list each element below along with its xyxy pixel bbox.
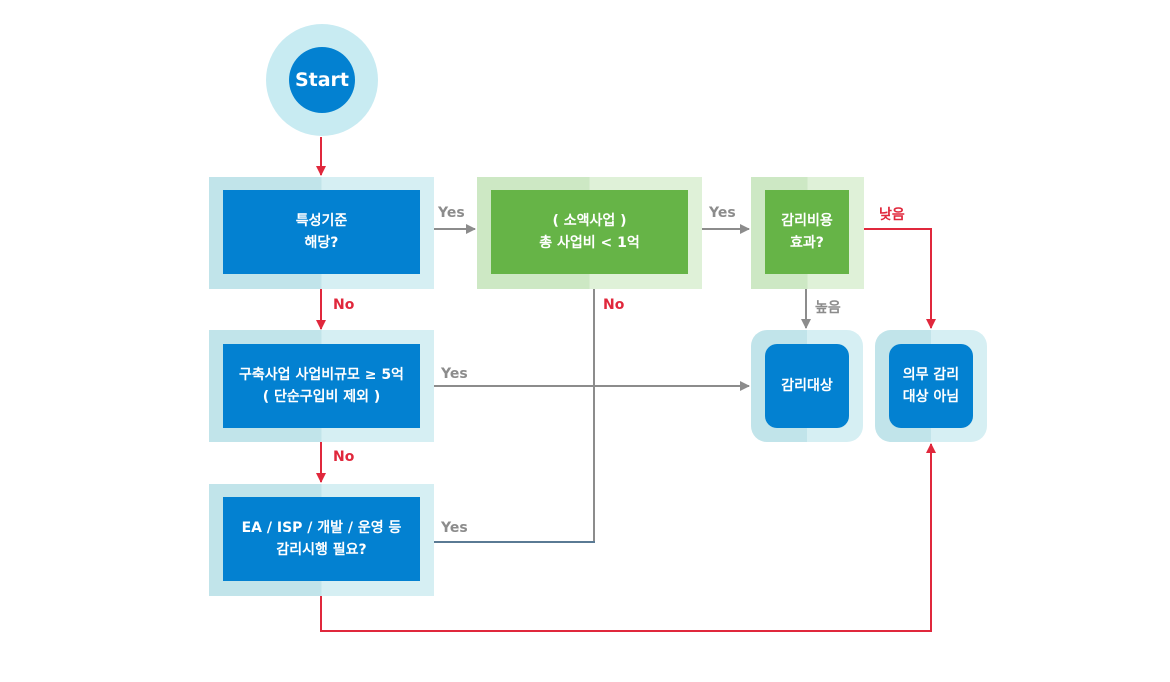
label-special-no: No xyxy=(333,297,355,313)
label-cost-low: 낮음 xyxy=(879,207,905,223)
ea-isp-line1: EA / ISP / 개발 / 운영 등 xyxy=(241,520,402,536)
build-project-box: 구축사업 사업비규모 ≥ 5억 ( 단순구입비 제외 ) xyxy=(223,344,420,428)
label-small-no: No xyxy=(603,297,625,313)
not-mandatory-box: 의무 감리 대상 아님 xyxy=(889,344,973,428)
small-project-box: ( 소액사업 ) 총 사업비 < 1억 xyxy=(491,190,688,274)
not-mandatory-line1: 의무 감리 xyxy=(902,367,960,383)
not-mandatory-line2: 대상 아님 xyxy=(902,389,960,405)
edge-cost-low xyxy=(864,228,936,329)
start-node: Start xyxy=(289,47,355,113)
cost-effect-box: 감리비용 효과? xyxy=(765,190,849,274)
small-project-line1: ( 소액사업 ) xyxy=(552,213,627,229)
audit-target-line1: 감리대상 xyxy=(781,378,833,394)
start-label: Start xyxy=(294,69,350,91)
label-ea-yes: Yes xyxy=(441,520,468,536)
build-project-line2: ( 단순구입비 제외 ) xyxy=(262,389,381,405)
build-project-line1: 구축사업 사업비규모 ≥ 5억 xyxy=(239,367,404,383)
label-cost-high: 높음 xyxy=(815,300,841,316)
label-small-yes: Yes xyxy=(709,205,736,221)
label-build-no: No xyxy=(333,449,355,465)
audit-target-box: 감리대상 xyxy=(765,344,849,428)
label-special-yes: Yes xyxy=(438,205,465,221)
special-criteria-box: 특성기준 해당? xyxy=(223,190,420,274)
edge-ea-no xyxy=(320,443,936,632)
special-criteria-line2: 해당? xyxy=(304,235,339,251)
ea-isp-line2: 감리시행 필요? xyxy=(276,542,367,558)
cost-effect-line1: 감리비용 xyxy=(781,213,833,229)
label-build-yes: Yes xyxy=(441,366,468,382)
ea-isp-box: EA / ISP / 개발 / 운영 등 감리시행 필요? xyxy=(223,497,420,581)
special-criteria-line1: 특성기준 xyxy=(295,213,348,229)
small-project-line2: 총 사업비 < 1억 xyxy=(539,235,640,251)
cost-effect-line2: 효과? xyxy=(790,235,824,251)
